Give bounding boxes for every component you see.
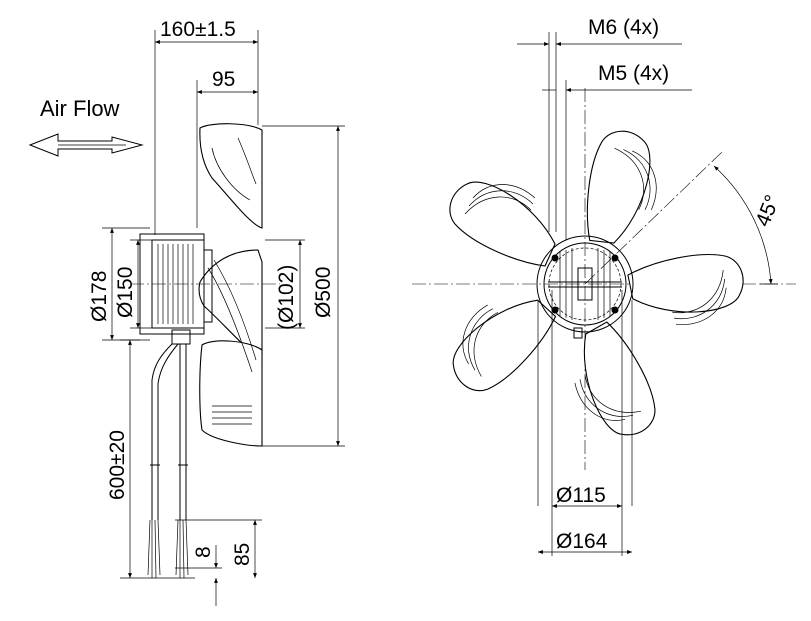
mount-hole-4-icon (611, 306, 619, 314)
motor-housing (130, 233, 280, 345)
dim-motor-diameters (102, 227, 152, 341)
dim-angle (713, 165, 778, 285)
air-flow-label: Air Flow (40, 96, 120, 121)
dim-d178-label: Ø178 (88, 271, 111, 322)
dim-d500-label: Ø500 (312, 267, 335, 318)
dim-total-depth (154, 30, 259, 235)
dim-d115-label: Ø115 (556, 484, 606, 507)
dim-d102 (265, 239, 305, 329)
fan-blades-front (449, 130, 744, 436)
air-flow-arrow-icon (28, 133, 144, 157)
dim-total-depth-label: 160±1.5 (160, 18, 236, 41)
hub (536, 235, 634, 339)
mount-hole-3-icon (551, 306, 559, 314)
dim-stripping (175, 519, 262, 606)
thread-m6-label: M6 (4x) (588, 16, 659, 39)
cable-bundle (147, 343, 189, 579)
dim-d102-label: (Ø102) (275, 265, 298, 330)
center-line-diagonal (584, 151, 723, 285)
dim-85-label: 85 (231, 543, 254, 566)
fan-blades-side (198, 123, 263, 447)
mount-hole-1-icon (551, 254, 559, 262)
dim-cable-length (120, 339, 195, 579)
front-view: M6 (4x) M5 (4x) (412, 16, 796, 556)
side-view: Air Flow 160±1.5 95 (28, 18, 345, 606)
dim-hub-diameters (537, 290, 633, 556)
dim-d164-label: Ø164 (556, 530, 608, 553)
dim-d500 (262, 125, 345, 447)
thread-m5-label: M5 (4x) (598, 62, 669, 85)
dim-8-label: 8 (192, 546, 215, 558)
dim-cable-length-label: 600±20 (106, 430, 129, 500)
dim-depth (196, 80, 258, 228)
thread-leaders (517, 32, 692, 240)
dim-depth-label: 95 (212, 68, 235, 91)
dim-d150-label: Ø150 (114, 267, 137, 318)
dim-angle-label: 45° (751, 192, 784, 230)
mount-hole-2-icon (611, 254, 619, 262)
